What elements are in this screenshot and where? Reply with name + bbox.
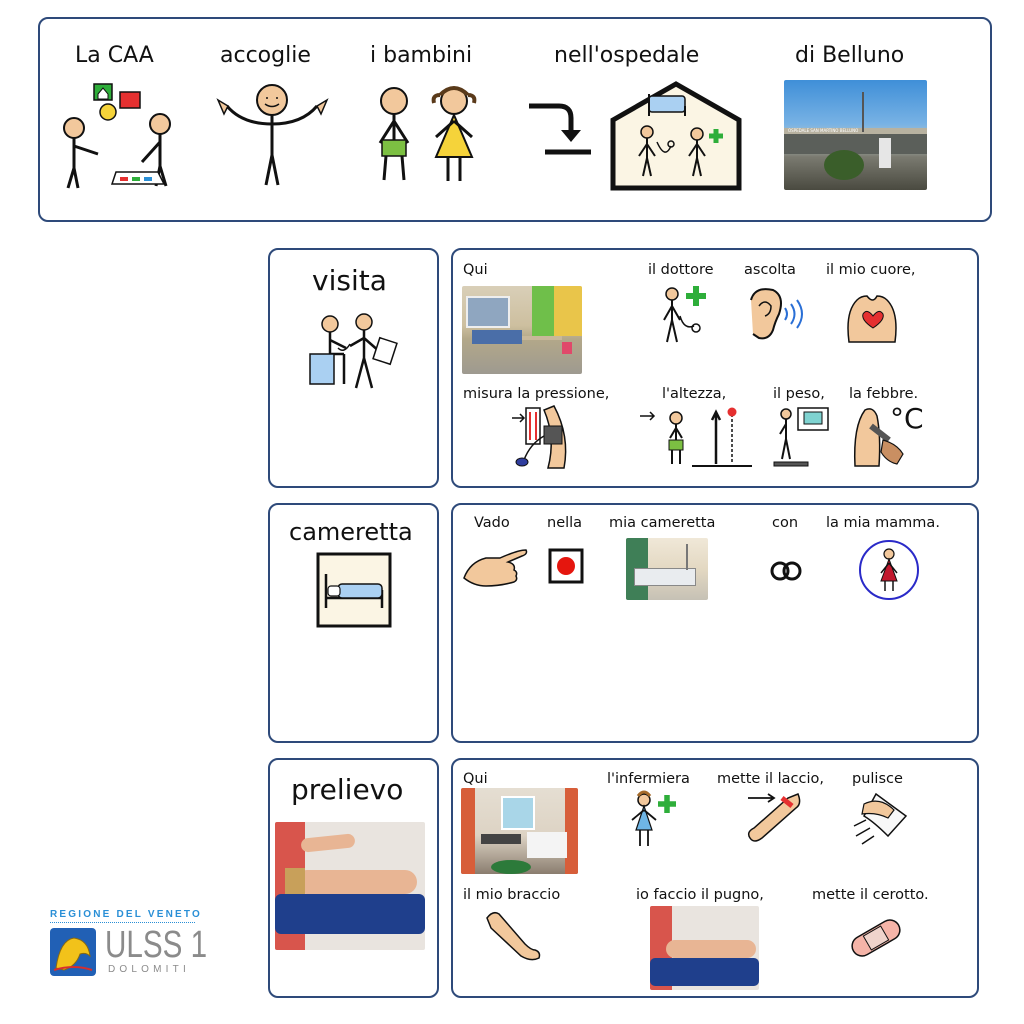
cameretta-word-mamma: la mia mamma. [826, 515, 940, 531]
nurse-icon [631, 790, 676, 846]
fist-arm-photo [650, 906, 759, 990]
visita-word-dottore: il dottore [648, 262, 714, 278]
logo-region-text: REGIONE DEL VENETO [50, 909, 203, 920]
visita-word-ascolta: ascolta [744, 262, 796, 278]
height-measure-icon [640, 407, 752, 467]
visita-title-card [268, 248, 439, 488]
children-icon [378, 86, 477, 181]
header-word-i-bambini: i bambini [370, 43, 473, 68]
arm-on-cushion-photo [275, 822, 425, 950]
ear-listen-icon [750, 288, 803, 340]
doctor-icon [663, 286, 706, 343]
hospital-bed-icon [316, 552, 392, 628]
temperature-symbol: °C [890, 402, 924, 435]
header-word-la-caa: La CAA [75, 43, 154, 68]
cameretta-title: cameretta [289, 518, 413, 546]
tourniquet-arm-icon [747, 793, 801, 842]
cameretta-word-con: con [772, 515, 799, 531]
prelievo-word-infermiera: l'infermiera [607, 771, 690, 787]
lion-crest-icon [50, 928, 96, 976]
in-location-icon [548, 548, 584, 584]
welcome-person-icon [216, 84, 329, 186]
visita-word-cuore: il mio cuore, [826, 262, 916, 278]
prelievo-title: prelievo [291, 773, 404, 806]
header-word-accoglie: accoglie [220, 43, 311, 68]
blood-pressure-icon [512, 405, 567, 469]
weight-scale-icon [773, 407, 829, 467]
caa-symbol-icon [63, 83, 171, 189]
logo-ulss-text: ULSS 1 [105, 924, 208, 966]
mother-icon [859, 540, 919, 600]
belluno-photo-caption: OSPEDALE SAN MARTINO BELLUNO [788, 128, 859, 133]
visit-room-photo [462, 286, 582, 374]
prelievo-word-braccio: il mio braccio [463, 887, 561, 903]
prelievo-word-pulisce: pulisce [852, 771, 903, 787]
thermometer-icon [853, 408, 904, 467]
heart-chest-icon [847, 295, 897, 343]
visita-word-febbre: la febbre. [849, 386, 919, 402]
visita-word-qui: Qui [463, 262, 488, 278]
prelievo-word-qui: Qui [463, 771, 488, 787]
bandage-icon [851, 919, 901, 957]
visita-word-peso: il peso, [773, 386, 825, 402]
cameretta-word-nella: nella [547, 515, 583, 531]
header-word-belluno: di Belluno [795, 43, 905, 68]
belluno-hospital-photo: OSPEDALE SAN MARTINO BELLUNO [784, 80, 927, 190]
into-arrow-icon [529, 103, 591, 155]
doctor-visit-icon [309, 313, 398, 389]
hospital-icon [610, 81, 742, 191]
header-word-ospedale: nell'ospedale [554, 43, 700, 68]
logo-dotted-line [50, 922, 195, 923]
prelievo-word-cerotto: mette il cerotto. [812, 887, 929, 903]
blood-draw-room-photo [461, 788, 578, 874]
pointing-hand-icon [463, 549, 528, 587]
visita-word-pressione: misura la pressione, [463, 386, 610, 402]
cameretta-word-cameretta: mia cameretta [609, 515, 716, 531]
cleaning-icon [853, 792, 908, 845]
arm-icon [486, 911, 541, 961]
visita-title: visita [312, 264, 387, 297]
cameretta-word-vado: Vado [474, 515, 510, 531]
prelievo-word-laccio: mette il laccio, [717, 771, 824, 787]
together-rings-icon [770, 561, 802, 581]
visita-word-altezza: l'altezza, [662, 386, 727, 402]
prelievo-word-pugno: io faccio il pugno, [636, 887, 764, 903]
logo-dolomiti-text: DOLOMITI [108, 964, 190, 975]
hospital-room-photo [626, 538, 708, 600]
